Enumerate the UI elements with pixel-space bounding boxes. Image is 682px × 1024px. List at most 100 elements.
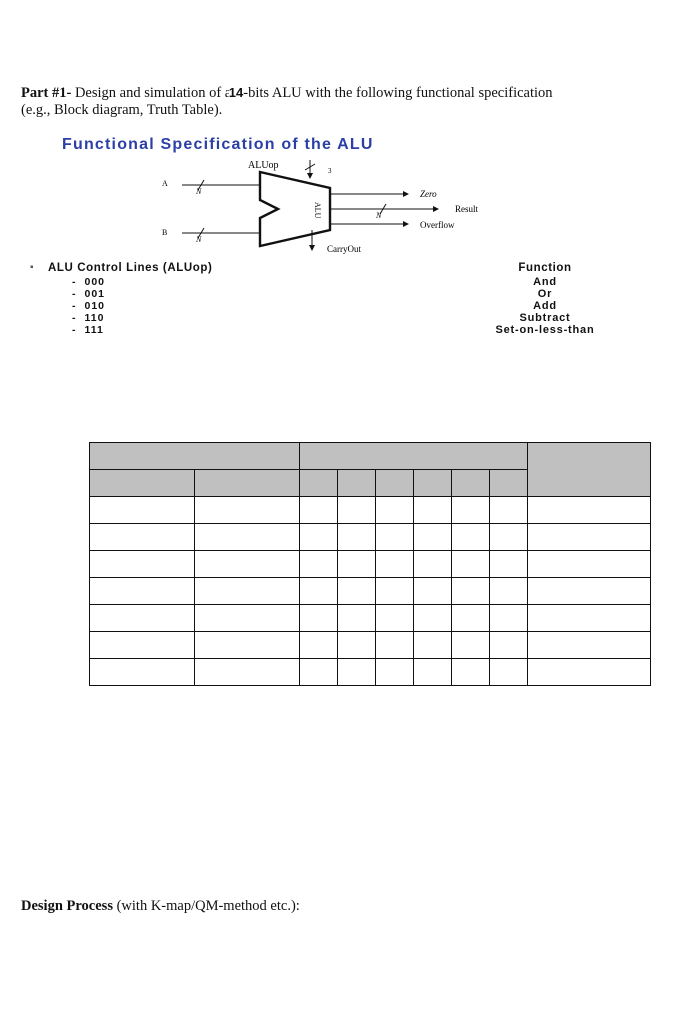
- header-cell: [489, 469, 528, 497]
- table-row: [89, 577, 651, 605]
- table-cell: [451, 523, 490, 551]
- function-item: Add: [533, 300, 557, 312]
- aluop-width: 3: [328, 167, 332, 175]
- table-cell: [89, 496, 195, 524]
- table-cell: [299, 658, 338, 686]
- carryout-label: CarryOut: [327, 244, 361, 254]
- table-cell: [413, 631, 452, 659]
- header-cell: [89, 469, 195, 497]
- table-cell: [89, 523, 195, 551]
- function-item: Set-on-less-than: [495, 324, 595, 336]
- table-cell: [337, 631, 376, 659]
- table-cell: [337, 550, 376, 578]
- table-row: [89, 604, 651, 632]
- table-cell: [489, 604, 528, 632]
- part-text-before: Design and simulation of: [71, 85, 225, 101]
- result-width: N: [375, 211, 382, 220]
- table-cell: [527, 577, 651, 605]
- control-code-list: 000 001 010 110 111: [72, 276, 105, 336]
- header-cell: [89, 442, 300, 470]
- header-cell: [413, 469, 452, 497]
- table-cell: [527, 523, 651, 551]
- table-cell: [299, 577, 338, 605]
- table-cell: [194, 523, 300, 551]
- table-cell: [299, 604, 338, 632]
- function-heading: Function: [518, 262, 572, 274]
- table-cell: [89, 631, 195, 659]
- table-cell: [413, 523, 452, 551]
- overflow-label: Overflow: [420, 220, 455, 230]
- table-header-row: [89, 442, 651, 497]
- part-text-after: -bits ALU with the following functional …: [243, 85, 553, 101]
- function-item: Subtract: [519, 312, 571, 324]
- table-cell: [89, 577, 195, 605]
- table-subheader-row: [89, 469, 651, 497]
- part-cut-char: a: [224, 85, 229, 101]
- table-cell: [89, 658, 195, 686]
- header-cell: [451, 469, 490, 497]
- table-cell: [337, 523, 376, 551]
- table-cell: [194, 496, 300, 524]
- part-heading: Part #1- Design and simulation of a14-bi…: [21, 84, 661, 119]
- input-a-width: N: [195, 187, 202, 196]
- design-rest: (with K-map/QM-method etc.):: [112, 898, 300, 914]
- table-cell: [375, 550, 414, 578]
- alu-label: ALU: [313, 202, 322, 219]
- table-cell: [337, 496, 376, 524]
- input-b-slash: [197, 227, 205, 239]
- table-cell: [413, 496, 452, 524]
- table-cell: [527, 550, 651, 578]
- header-cell: [299, 442, 528, 470]
- table-cell: [194, 577, 300, 605]
- table-cell: [375, 631, 414, 659]
- table-cell: [451, 658, 490, 686]
- alu-body: [258, 170, 332, 248]
- header-cell: [375, 469, 414, 497]
- table-cell: [194, 604, 300, 632]
- input-b-label: B: [162, 228, 167, 237]
- spec-title: Functional Specification of the ALU: [62, 136, 374, 153]
- header-cell: [337, 469, 376, 497]
- input-a-slash: [197, 179, 205, 191]
- table-cell: [375, 523, 414, 551]
- table-cell: [527, 631, 651, 659]
- table-cell: [413, 577, 452, 605]
- table-cell: [375, 658, 414, 686]
- part-subtext: (e.g., Block diagram, Truth Table).: [21, 102, 223, 118]
- table-cell: [413, 658, 452, 686]
- table-cell: [489, 577, 528, 605]
- result-label: Result: [455, 204, 479, 214]
- table-cell: [527, 658, 651, 686]
- table-cell: [375, 496, 414, 524]
- table-cell: [89, 604, 195, 632]
- table-cell: [299, 523, 338, 551]
- table-cell: [194, 658, 300, 686]
- control-code: 000: [72, 276, 105, 288]
- table-row: [89, 658, 651, 686]
- table-cell: [489, 658, 528, 686]
- table-body: [89, 496, 651, 686]
- alu-block-diagram: A N B N ALU ALUop 3 Zero N Result Overfl…: [162, 160, 479, 254]
- table-row: [89, 631, 651, 659]
- result-slash: [379, 203, 387, 215]
- aluop-label: ALUop: [248, 160, 279, 171]
- table-cell: [89, 550, 195, 578]
- table-cell: [337, 577, 376, 605]
- table-cell: [194, 631, 300, 659]
- table-cell: [451, 550, 490, 578]
- function-item: Or: [537, 288, 553, 300]
- design-process-heading: Design Process (with K-map/QM-method etc…: [21, 898, 300, 915]
- table-cell: [451, 631, 490, 659]
- header-cell: [527, 442, 651, 497]
- table-cell: [337, 604, 376, 632]
- table-cell: [527, 496, 651, 524]
- table-cell: [451, 496, 490, 524]
- input-a-label: A: [162, 179, 168, 188]
- control-code: 010: [72, 300, 105, 312]
- zero-label: Zero: [420, 189, 437, 199]
- table-cell: [489, 631, 528, 659]
- function-item: And: [533, 276, 557, 288]
- function-list: And Or Add Subtract Set-on-less-than: [450, 276, 640, 336]
- part-label: Part #1-: [21, 85, 72, 101]
- header-cell: [194, 469, 300, 497]
